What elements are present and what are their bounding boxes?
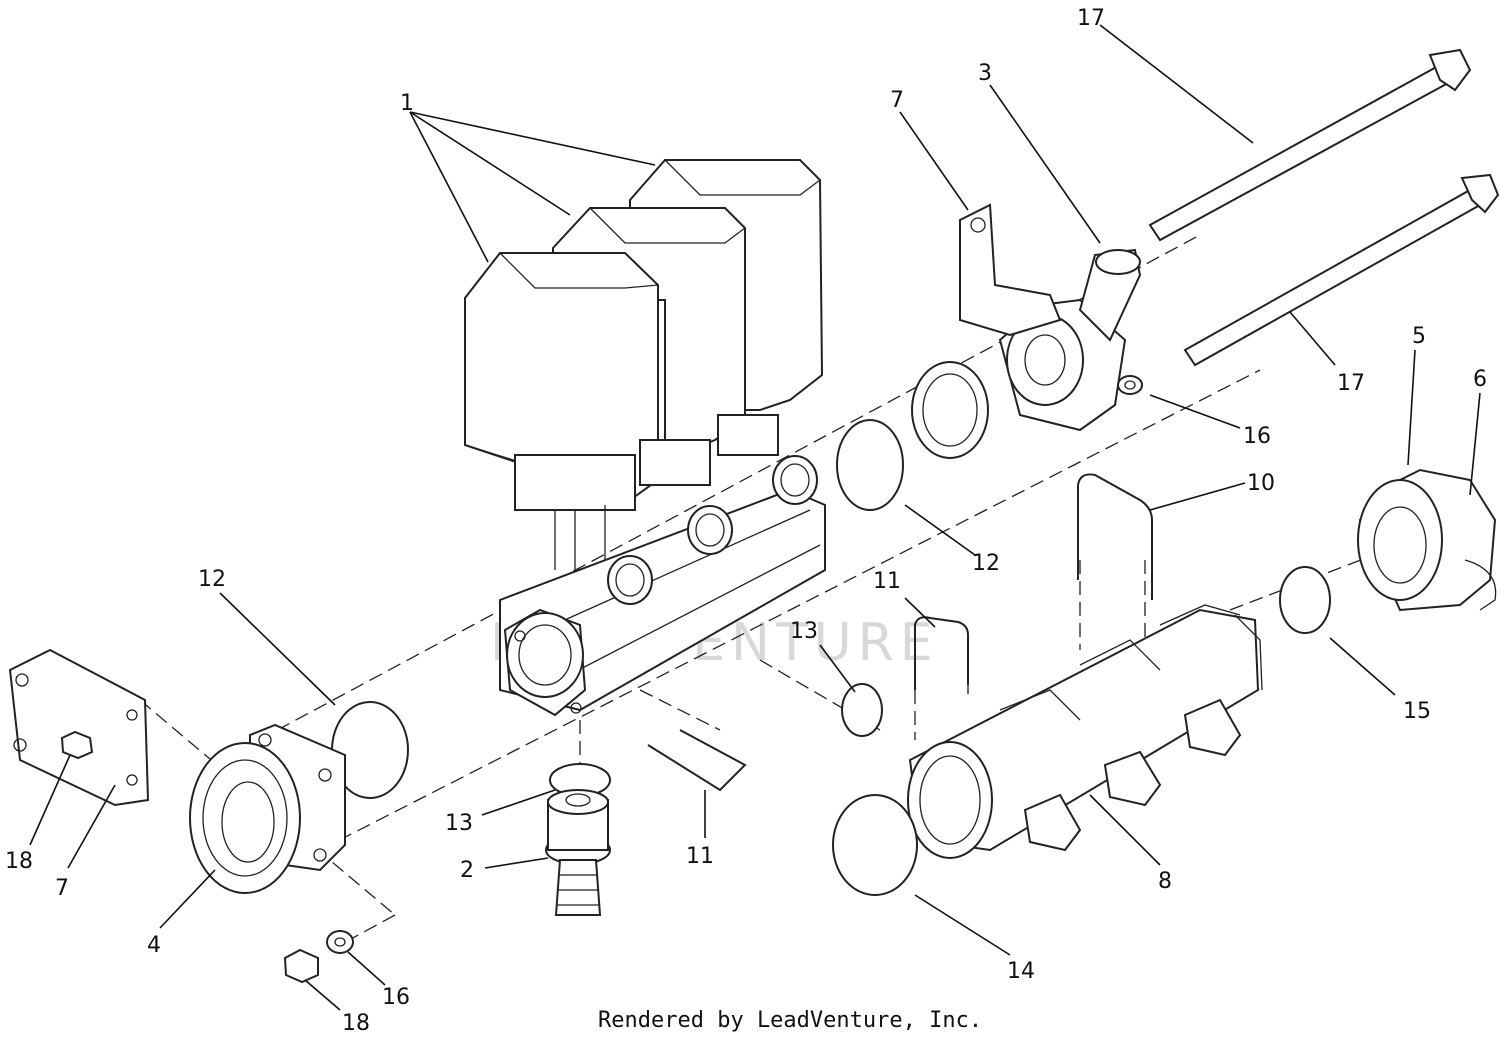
label-17-upper: 17 [1077, 6, 1105, 31]
hose-barb-2 [545, 789, 611, 916]
label-7-lower: 7 [55, 876, 69, 901]
leader-lines [29, 24, 1481, 1011]
label-17-lower: 17 [1337, 371, 1365, 396]
render-credit: Rendered by LeadVenture, Inc. [598, 1008, 982, 1033]
label-15: 15 [1403, 699, 1431, 724]
label-11-lower: 11 [686, 844, 714, 869]
label-16-lower: 16 [382, 985, 410, 1010]
u-clip-11-lower [647, 729, 747, 792]
o-ring-12-upper [836, 419, 904, 511]
seal-ring-upper [911, 361, 989, 459]
o-ring-13-right [841, 683, 883, 737]
washer-16-lower [326, 930, 354, 954]
label-14: 14 [1007, 959, 1035, 984]
label-5: 5 [1412, 324, 1426, 349]
label-12-left: 12 [198, 567, 226, 592]
label-8: 8 [1158, 869, 1172, 894]
label-2: 2 [460, 858, 474, 883]
flange-inlet-4 [189, 723, 346, 894]
valve-actuator-assembly [464, 159, 826, 717]
mounting-bracket-7-upper [959, 203, 1062, 337]
label-16-upper: 16 [1243, 424, 1271, 449]
label-6: 6 [1473, 367, 1487, 392]
nut-18-upper [60, 730, 94, 760]
u-clip-11-upper [914, 616, 969, 690]
label-13-left: 13 [445, 811, 473, 836]
label-18-upper: 18 [5, 849, 33, 874]
nut-18-lower [283, 948, 319, 984]
label-12-right: 12 [972, 551, 1000, 576]
label-7-upper: 7 [890, 88, 904, 113]
label-13-right: 13 [790, 619, 818, 644]
label-18-lower: 18 [342, 1011, 370, 1036]
union-fitting-5-6 [1357, 468, 1497, 612]
label-1: 1 [400, 91, 414, 116]
callout-labels: 1 2 3 4 5 6 7 7 8 10 11 11 12 12 13 13 1… [5, 6, 1487, 1036]
label-3: 3 [978, 61, 992, 86]
o-ring-15 [1279, 566, 1331, 634]
end-cap-elbow-3 [998, 248, 1142, 432]
manifold-8 [907, 604, 1263, 859]
long-bolts-17 [1148, 48, 1500, 367]
washer-16-upper [1117, 375, 1143, 395]
label-11-upper: 11 [873, 569, 901, 594]
o-ring-14 [832, 794, 918, 896]
label-4: 4 [147, 933, 161, 958]
u-clip-10 [1077, 473, 1153, 600]
mounting-bracket-7-lower [8, 648, 150, 807]
label-10: 10 [1247, 471, 1275, 496]
